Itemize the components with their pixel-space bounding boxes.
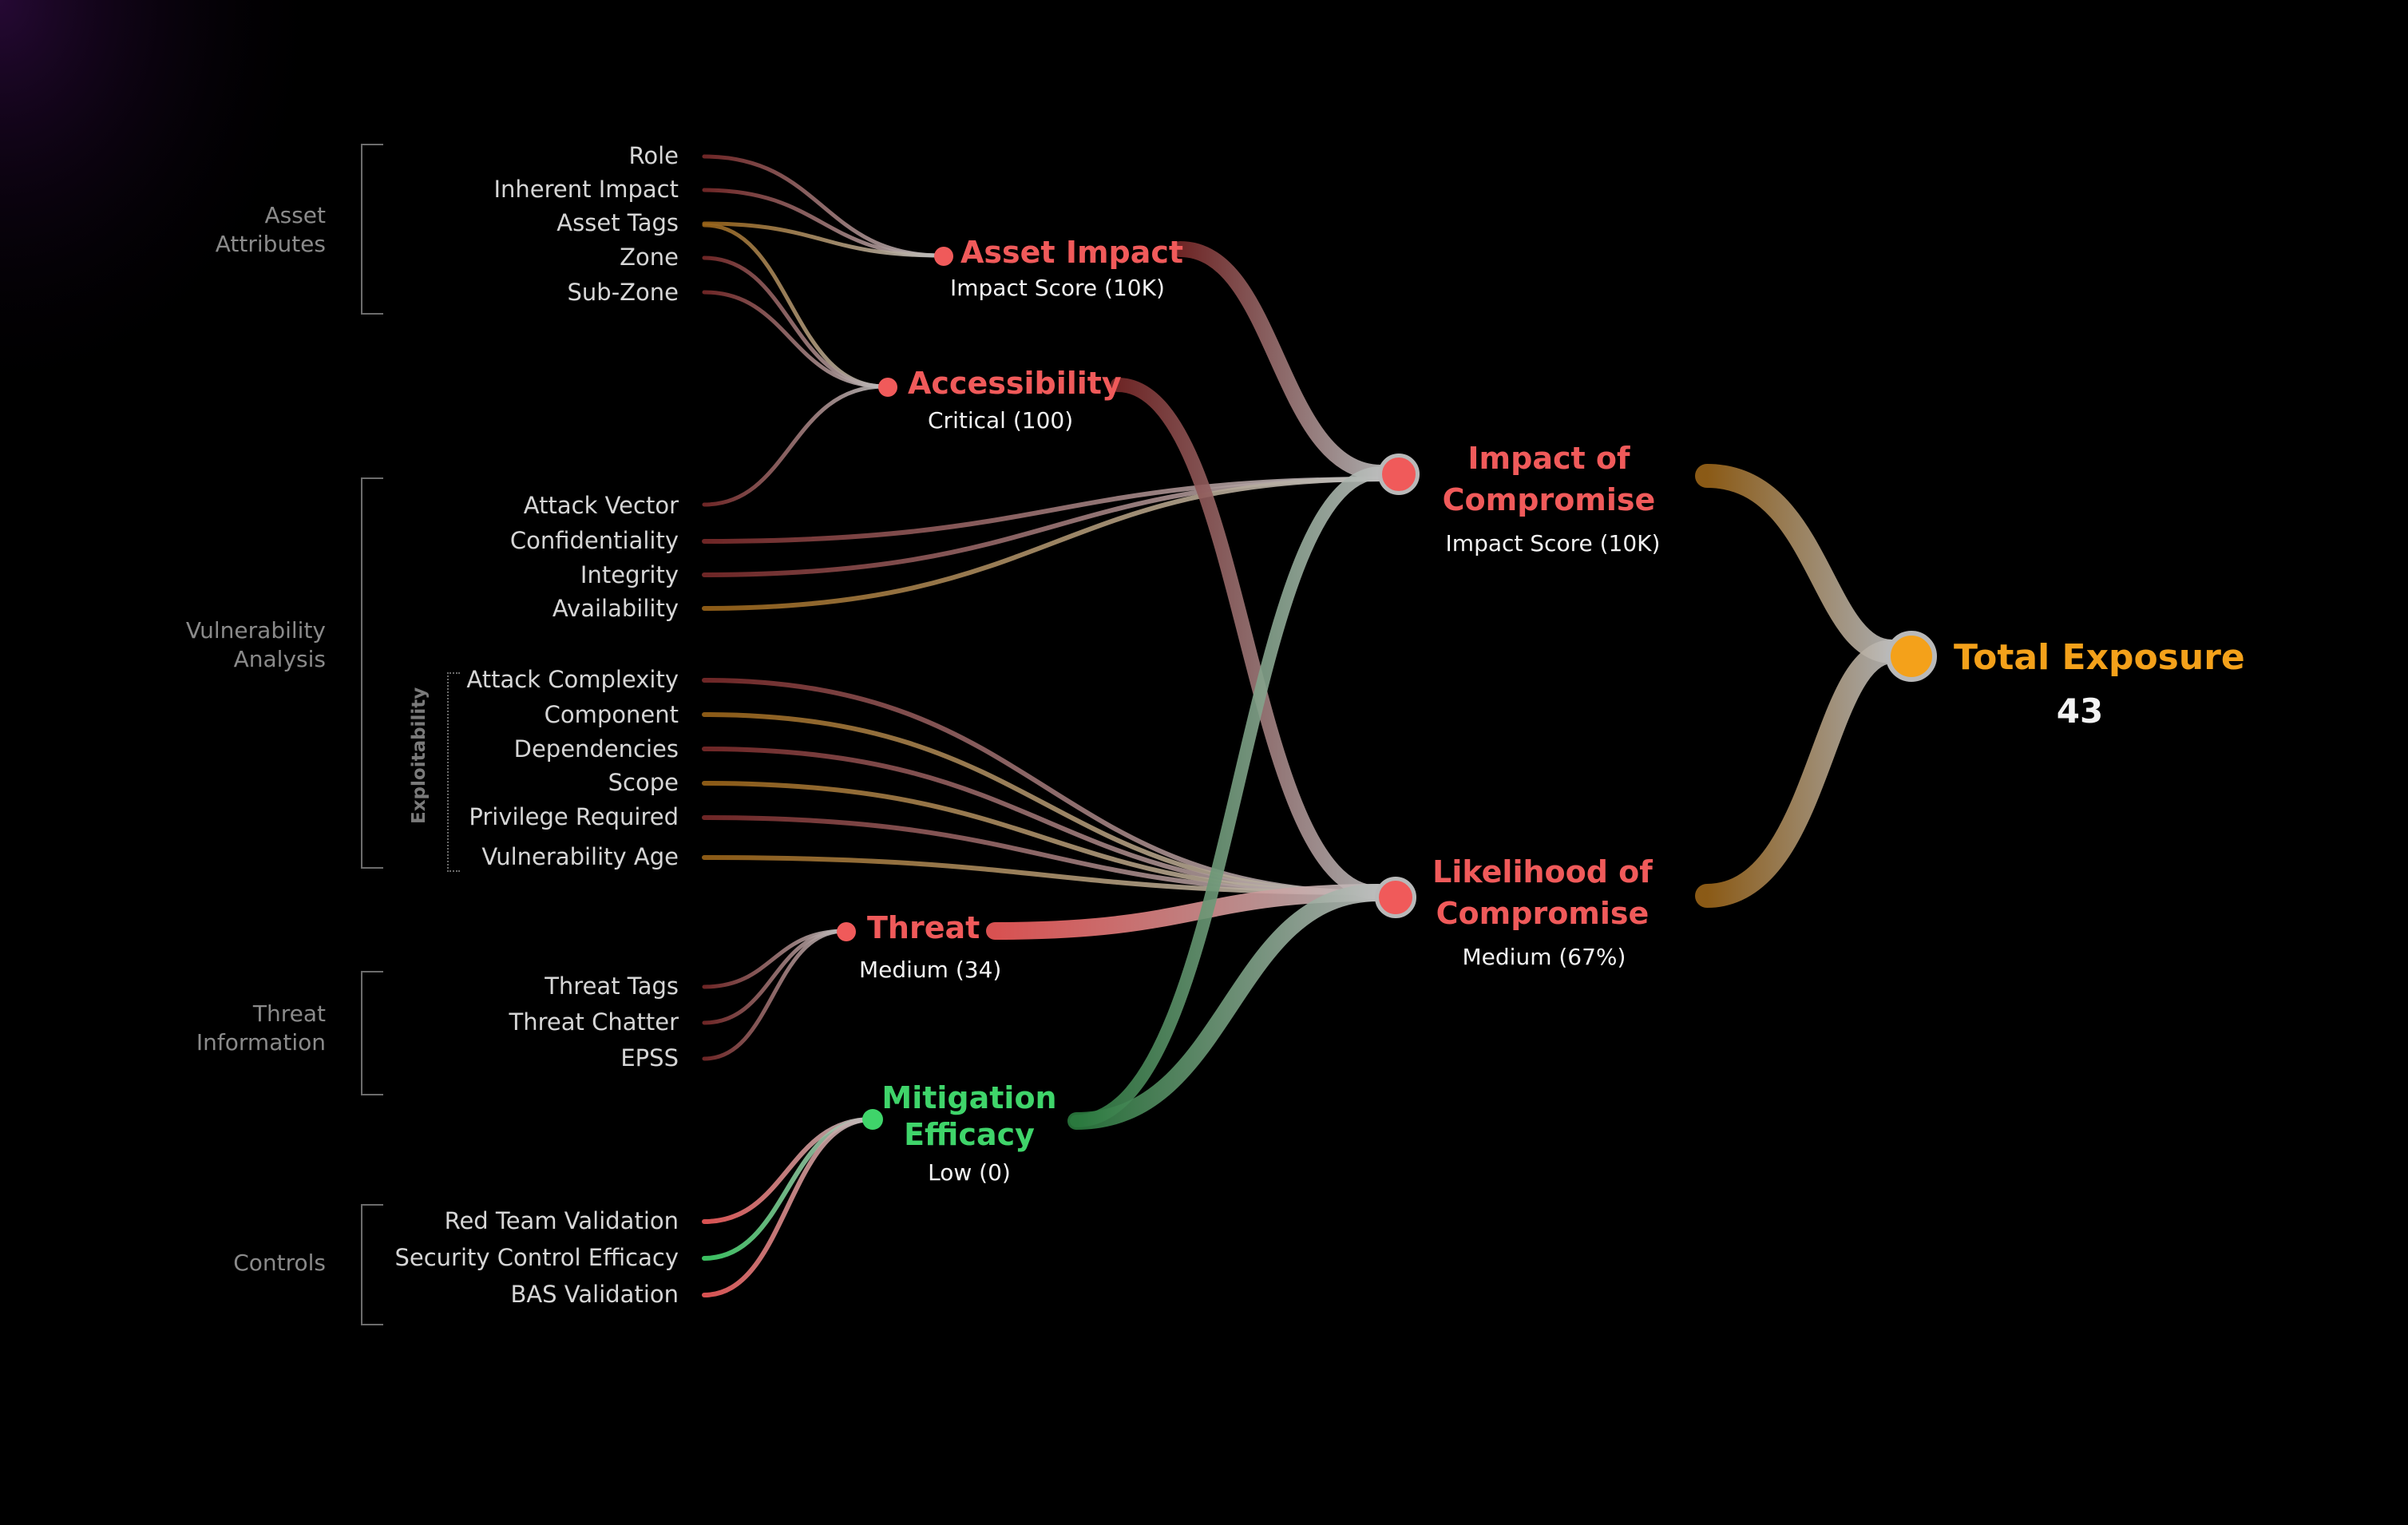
flow-mitigation-likelihood xyxy=(1067,884,1387,1130)
flow-zone-accessibility xyxy=(702,255,887,389)
flow-exploitability-5 xyxy=(702,855,1380,895)
asset-impact-value: Impact Score (10K) xyxy=(950,275,1165,301)
flow-accessibility-likelihood xyxy=(1111,378,1385,900)
attr-integrity: Integrity xyxy=(580,561,679,588)
threat-value: Medium (34) xyxy=(859,957,1002,983)
likelihood-title: Likelihood of Compromise xyxy=(1432,854,1653,931)
attr-attack-complexity: Attack Complexity xyxy=(466,666,679,693)
attr-availability: Availability xyxy=(552,595,679,622)
total-exposure-node-dot[interactable] xyxy=(1886,631,1937,682)
accessibility-value: Critical (100) xyxy=(928,407,1074,434)
asset-impact-title: Asset Impact xyxy=(960,235,1184,270)
flow-threatinfo-1 xyxy=(702,929,847,1025)
attr-component: Component xyxy=(544,701,679,728)
attr-threat-tags: Threat Tags xyxy=(545,972,679,1000)
flow-assetimpact-impact xyxy=(1172,241,1389,481)
attr-sub-zone: Sub-Zone xyxy=(567,279,679,306)
attr-dependencies: Dependencies xyxy=(513,735,679,762)
flow-bas-mitigation xyxy=(702,1117,874,1297)
attr-bas-validation: BAS Validation xyxy=(510,1281,679,1308)
impact-compromise-node-dot[interactable] xyxy=(1378,454,1420,495)
impact-compromise-title: Impact of Compromise xyxy=(1442,441,1656,517)
flow-confidentiality-impact xyxy=(702,477,1384,544)
likelihood-value: Medium (67%) xyxy=(1462,944,1626,970)
asset-impact-node-dot[interactable] xyxy=(934,247,953,266)
flow-impact-total xyxy=(1695,464,1904,663)
attr-epss: EPSS xyxy=(620,1044,679,1071)
attr-attack-vector: Attack Vector xyxy=(523,492,679,519)
group-label-controls: Controls xyxy=(233,1250,326,1276)
attr-scope: Scope xyxy=(608,769,679,796)
attr-asset-tags: Asset Tags xyxy=(556,209,679,236)
flow-likelihood-total xyxy=(1695,640,1904,908)
flow-mitigation-impact xyxy=(1070,466,1388,1127)
flow-seccontrol-mitigation xyxy=(702,1117,874,1261)
mitigation-node-dot[interactable] xyxy=(862,1109,883,1130)
bracket-exploitability xyxy=(447,672,460,872)
attr-vulnerability-age: Vulnerability Age xyxy=(481,843,679,870)
bracket-vulnerability-analysis xyxy=(361,477,383,869)
flow-integrity-impact xyxy=(702,477,1384,577)
threat-title: Threat xyxy=(867,910,980,945)
attr-red-team-validation: Red Team Validation xyxy=(444,1207,679,1234)
attr-confidentiality: Confidentiality xyxy=(509,527,679,554)
attr-security-control-efficacy: Security Control Efficacy xyxy=(394,1244,679,1271)
flow-attackvector-accessibility xyxy=(702,384,887,507)
attr-privilege-required: Privilege Required xyxy=(469,803,679,830)
attr-inherent-impact: Inherent Impact xyxy=(493,176,679,203)
threat-node-dot[interactable] xyxy=(837,922,856,941)
total-exposure-title: Total Exposure xyxy=(1954,637,2245,678)
flow-assettags-asset-impact xyxy=(702,221,943,258)
attr-threat-chatter: Threat Chatter xyxy=(509,1008,679,1036)
flow-threat-likelihood xyxy=(986,884,1387,940)
bracket-asset-attributes xyxy=(361,144,383,315)
likelihood-node-dot[interactable] xyxy=(1375,877,1416,918)
group-label-asset-attributes: Asset Attributes xyxy=(215,202,326,257)
group-label-threat-information: Threat Information xyxy=(196,1000,326,1056)
flow-exploitability-4 xyxy=(702,815,1380,895)
total-exposure-value: 43 xyxy=(2056,691,2104,731)
flow-subzone-accessibility xyxy=(702,290,887,389)
group-label-exploitability: Exploitability xyxy=(409,687,430,824)
mitigation-value: Low (0) xyxy=(928,1159,1011,1186)
impact-compromise-value: Impact Score (10K) xyxy=(1445,530,1661,557)
attr-zone: Zone xyxy=(620,244,679,271)
bracket-threat-information xyxy=(361,971,383,1095)
accessibility-node-dot[interactable] xyxy=(878,378,897,397)
group-label-vulnerability-analysis: Vulnerability Analysis xyxy=(185,617,326,672)
mitigation-title: Mitigation Efficacy xyxy=(881,1080,1057,1152)
flow-availability-impact xyxy=(702,477,1384,611)
attr-role: Role xyxy=(628,142,679,169)
accessibility-title: Accessibility xyxy=(908,366,1122,401)
flow-threatinfo-2 xyxy=(702,929,847,1061)
bracket-controls xyxy=(361,1204,383,1325)
